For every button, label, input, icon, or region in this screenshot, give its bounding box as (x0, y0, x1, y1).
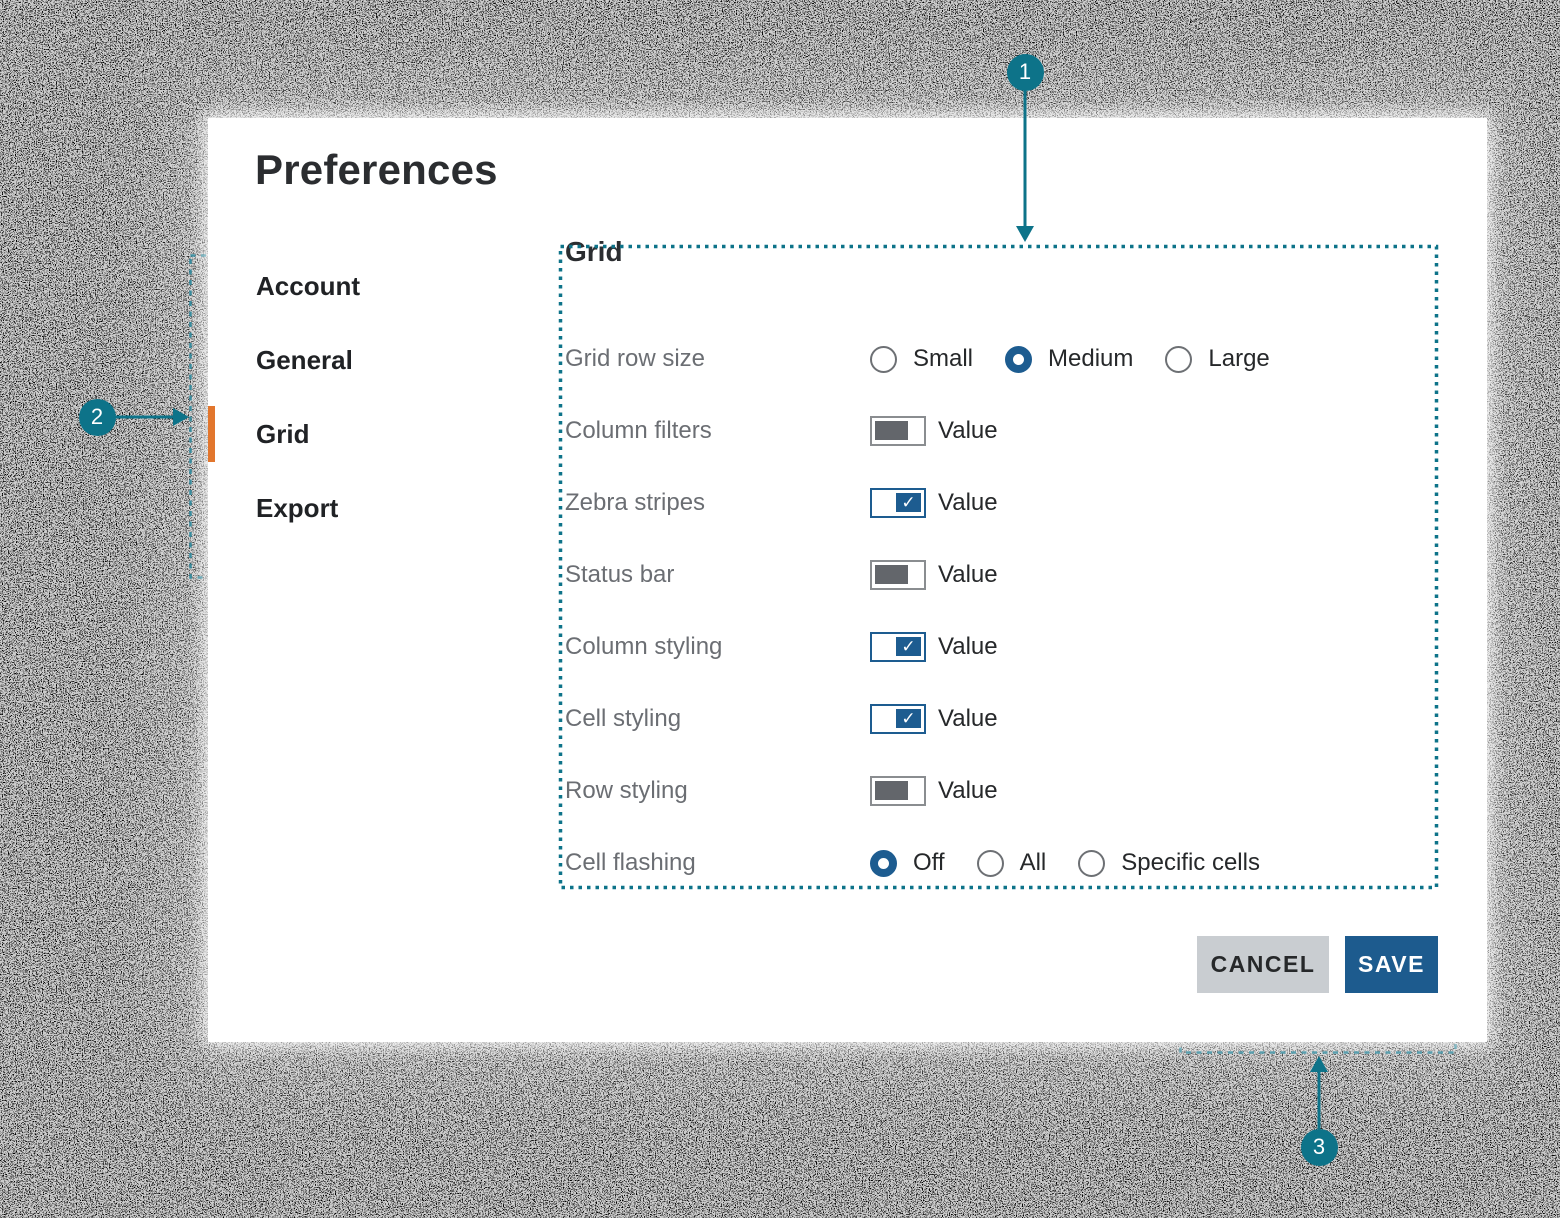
checkmark-icon: ✓ (901, 709, 916, 728)
active-item-bar (208, 406, 215, 462)
sidebar-item-grid[interactable]: Grid (208, 397, 538, 471)
save-button[interactable]: SAVE (1345, 936, 1438, 993)
toggle-knob[interactable] (875, 781, 908, 800)
radio-option-label: All (1019, 849, 1047, 876)
sidebar-item-label: Account (256, 270, 360, 301)
callout-3-badge: 3 (1300, 1128, 1338, 1166)
toggle-switch-on[interactable]: ✓ (870, 632, 926, 662)
setting-row: Column filters Value (560, 395, 1446, 467)
sidebar-item-label: Export (256, 492, 339, 523)
setting-controls: ✓ Value (870, 704, 998, 734)
setting-row: Cell styling ✓ Value (560, 683, 1446, 755)
toggle-wrap: ✓ Value (870, 704, 998, 734)
radio-option-label: Small (913, 345, 974, 372)
radio-unselected-icon[interactable] (976, 849, 1004, 877)
setting-label: Cell styling (565, 705, 682, 732)
callout-1-number: 1 (1018, 59, 1032, 84)
radio-option-off[interactable]: Off (870, 849, 945, 877)
sidebar-item-account[interactable]: Account (208, 249, 538, 323)
toggle-wrap: ✓ Value (870, 488, 998, 518)
toggle-switch-off[interactable] (870, 560, 926, 590)
panel-heading: Grid (565, 236, 623, 267)
setting-label: Status bar (565, 561, 675, 588)
callout-3-number: 3 (1312, 1134, 1326, 1159)
toggle-switch-on[interactable]: ✓ (870, 488, 926, 518)
radio-unselected-icon[interactable] (1165, 345, 1193, 373)
page-title: Preferences (255, 146, 498, 193)
toggle-knob[interactable]: ✓ (896, 493, 921, 512)
radio-option-label: Medium (1048, 345, 1134, 372)
toggle-value-label: Value (938, 489, 998, 516)
setting-label: Row styling (565, 777, 688, 804)
toggle-wrap: Value (870, 416, 998, 446)
setting-controls: Value (870, 560, 998, 590)
sidebar-item-label: General (256, 344, 353, 375)
radio-selected-icon[interactable] (870, 849, 897, 877)
toggle-wrap: Value (870, 560, 998, 590)
radio-option-all[interactable]: All (976, 849, 1047, 877)
button-bar: CANCEL SAVE (1197, 936, 1438, 993)
setting-row: Column styling ✓ Value (560, 611, 1446, 683)
sidebar-item-label: Grid (256, 418, 310, 449)
toggle-wrap: Value (870, 776, 998, 806)
toggle-value-label: Value (938, 777, 998, 804)
setting-label: Grid row size (565, 345, 706, 372)
cancel-button[interactable]: CANCEL (1197, 936, 1329, 993)
setting-controls: ✓ Value (870, 488, 998, 518)
setting-controls: Value (870, 776, 998, 806)
setting-controls: ✓ Value (870, 632, 998, 662)
callout-1-badge: 1 (1006, 53, 1044, 91)
setting-controls: Off All Specific cells (870, 849, 1260, 877)
setting-label: Column filters (565, 417, 712, 444)
arrow-right-icon (173, 408, 189, 426)
sidebar-item-general[interactable]: General (208, 323, 538, 397)
arrow-up-icon (1310, 1056, 1328, 1072)
checkmark-icon: ✓ (901, 493, 916, 512)
toggle-knob[interactable]: ✓ (896, 637, 921, 656)
setting-row: Cell flashing Off All Specific cells (560, 827, 1446, 899)
radio-option-label: Off (913, 849, 945, 876)
toggle-switch-off[interactable] (870, 416, 926, 446)
setting-label: Zebra stripes (565, 489, 706, 516)
setting-label: Cell flashing (565, 849, 696, 876)
radio-option-large[interactable]: Large (1165, 345, 1270, 373)
radio-option-small[interactable]: Small (870, 345, 973, 373)
toggle-value-label: Value (938, 633, 998, 660)
radio-option-label: Specific cells (1121, 849, 1260, 876)
toggle-value-label: Value (938, 561, 998, 588)
toggle-knob[interactable] (875, 421, 908, 440)
setting-controls: Value (870, 416, 998, 446)
toggle-wrap: ✓ Value (870, 632, 998, 662)
radio-option-specific-cells[interactable]: Specific cells (1078, 849, 1260, 877)
toggle-value-label: Value (938, 417, 998, 444)
callout-2-number: 2 (90, 404, 104, 429)
toggle-switch-on[interactable]: ✓ (870, 704, 926, 734)
toggle-knob[interactable]: ✓ (896, 709, 921, 728)
radio-selected-icon[interactable] (1005, 345, 1033, 373)
sidebar-item-export[interactable]: Export (208, 471, 538, 545)
checkmark-icon: ✓ (901, 637, 916, 656)
toggle-switch-off[interactable] (870, 776, 926, 806)
setting-row: Status bar Value (560, 539, 1446, 611)
callout-2-badge: 2 (78, 398, 116, 436)
setting-controls: Small Medium Large (870, 345, 1270, 373)
setting-row: Grid row size Small Medium Large (560, 323, 1446, 395)
radio-option-label: Large (1208, 345, 1270, 372)
radio-unselected-icon[interactable] (870, 345, 897, 373)
radio-option-medium[interactable]: Medium (1005, 345, 1133, 373)
setting-row: Row styling Value (560, 755, 1446, 827)
toggle-value-label: Value (938, 705, 998, 732)
radio-unselected-icon[interactable] (1078, 849, 1106, 877)
setting-label: Column styling (565, 633, 723, 660)
setting-row: Zebra stripes ✓ Value (560, 467, 1446, 539)
toggle-knob[interactable] (875, 565, 908, 584)
